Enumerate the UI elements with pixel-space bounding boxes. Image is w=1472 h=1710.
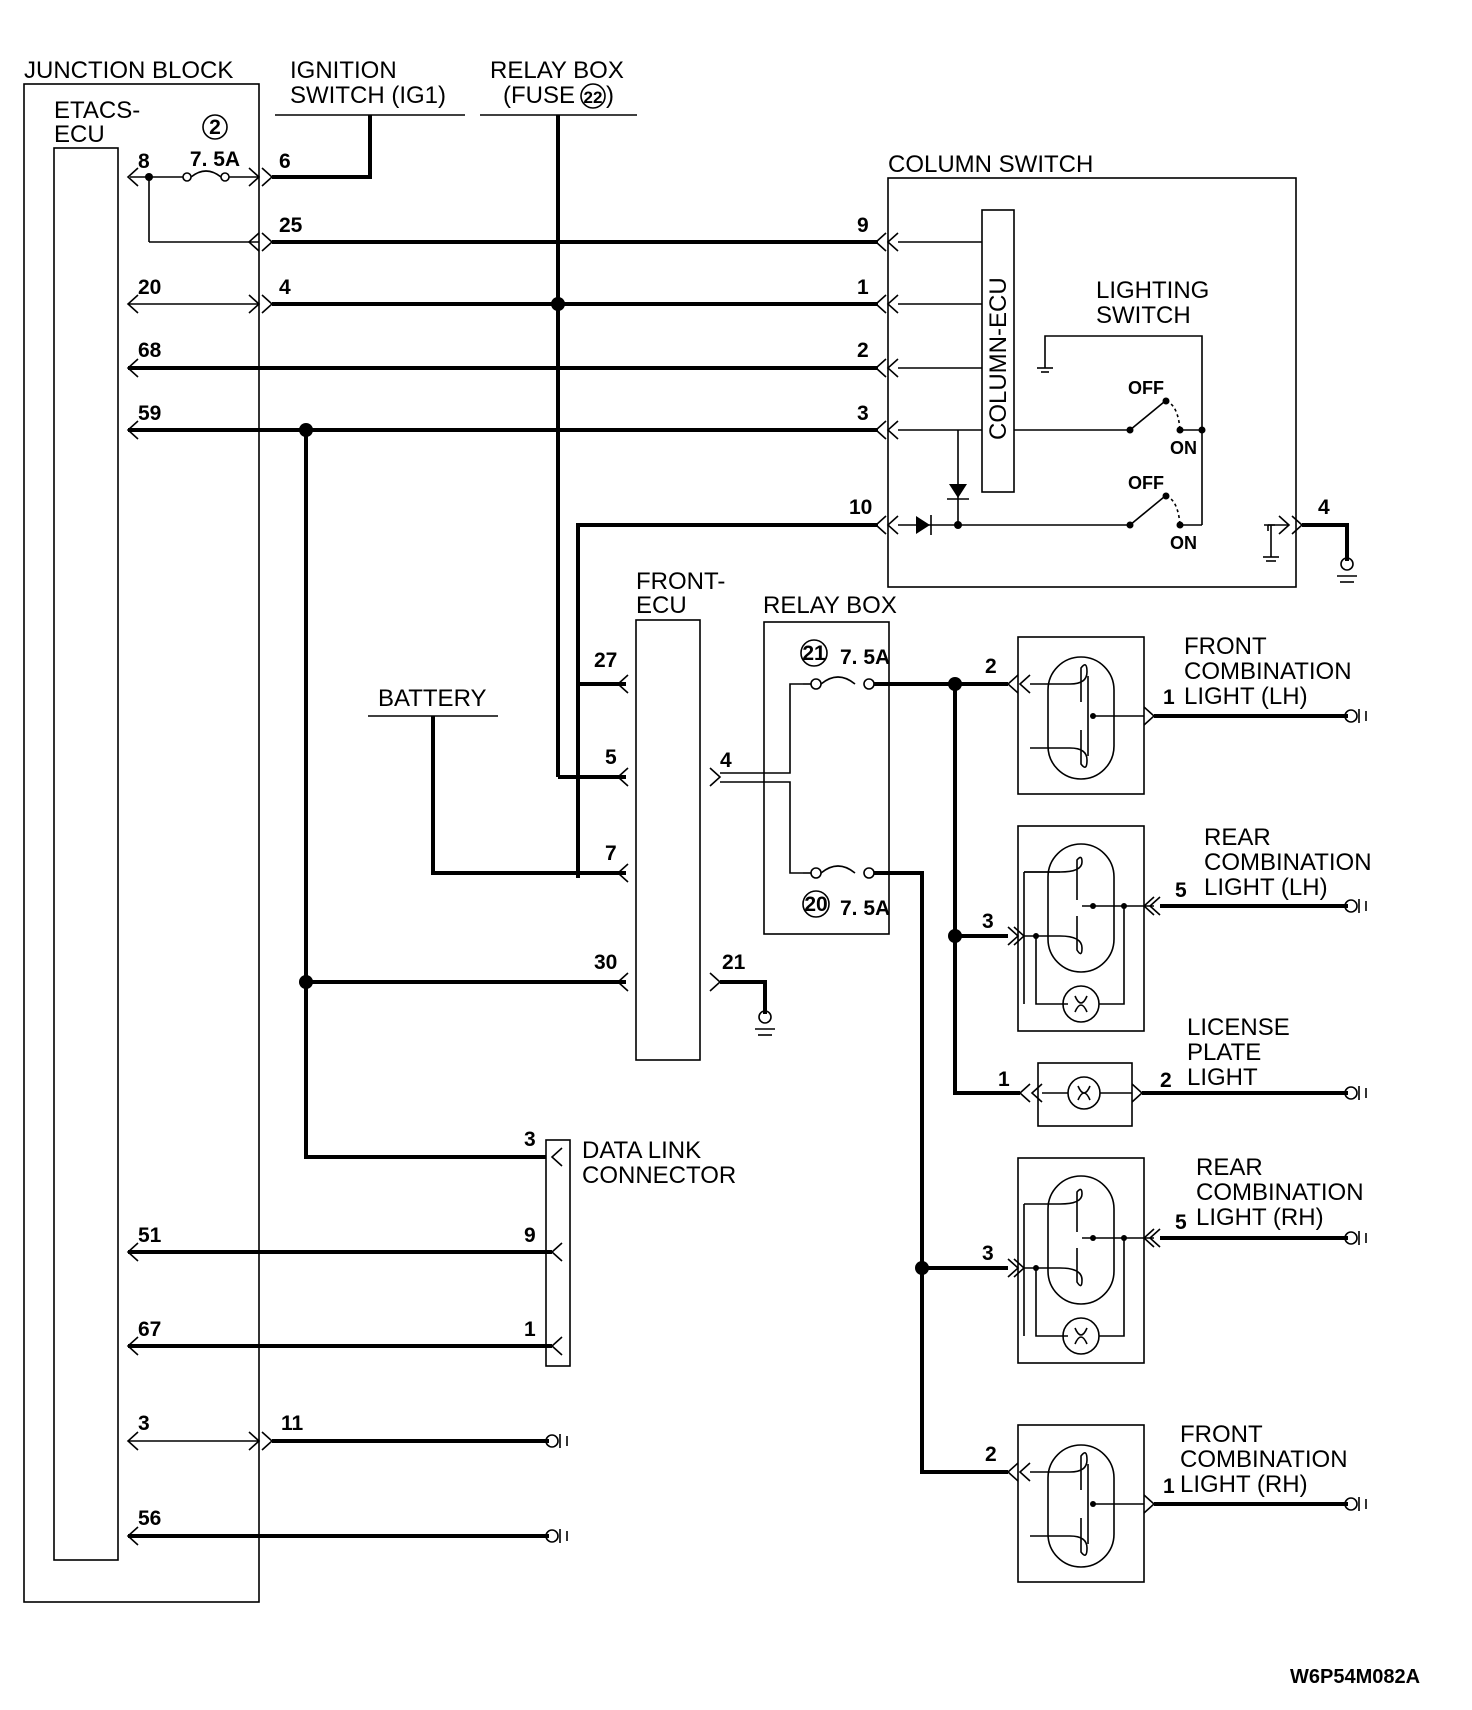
ignition-switch-label-2: SWITCH (IG1) <box>290 82 446 109</box>
fuse21-number: 21 <box>802 642 826 665</box>
pin-rcl-lh-3: 3 <box>982 910 994 933</box>
etacs-ecu-label-1: ETACS- <box>54 97 140 124</box>
pin-jb-11: 11 <box>281 1412 304 1435</box>
relay-box <box>763 621 890 935</box>
pin-rcl-lh-5: 5 <box>1175 879 1187 902</box>
etacs-ecu-label-2: ECU <box>54 121 105 148</box>
pin-etacs-8: 8 <box>138 150 150 173</box>
pin-lic-1: 1 <box>998 1068 1010 1091</box>
pin-fe-27: 27 <box>594 649 617 672</box>
fuse20-circle <box>802 890 830 918</box>
pin-etacs-67: 67 <box>138 1318 161 1341</box>
license-light-label-2: PLATE <box>1187 1039 1261 1066</box>
data-link-label-1: DATA LINK <box>582 1137 701 1164</box>
pin-etacs-3: 3 <box>138 1412 150 1435</box>
relay-fuse-number: 22 <box>584 88 603 107</box>
rear-comb-lh-label-2: COMBINATION <box>1204 849 1372 876</box>
front-comb-lh-label-1: FRONT <box>1184 633 1267 660</box>
column-switch-label: COLUMN SWITCH <box>888 151 1093 178</box>
switch2-on-label: ON <box>1170 533 1197 553</box>
column-ecu-label: COLUMN-ECU <box>985 277 1012 440</box>
pin-fe-30: 30 <box>594 951 617 974</box>
rear-comb-lh-label-1: REAR <box>1204 824 1271 851</box>
pin-etacs-59: 59 <box>138 402 161 425</box>
lighting-switch-label-2: SWITCH <box>1096 302 1191 329</box>
pin-cs-1: 1 <box>857 276 869 299</box>
junction-block-box <box>23 83 260 1603</box>
license-light-label-1: LICENSE <box>1187 1014 1290 1041</box>
data-link-label-2: CONNECTOR <box>582 1162 736 1189</box>
etacs-ecu-box <box>53 147 119 1561</box>
pin-etacs-51: 51 <box>138 1224 162 1247</box>
relay-box-top-label-2a: (FUSE <box>503 82 575 109</box>
front-comb-lh-label-2: COMBINATION <box>1184 658 1352 685</box>
pin-jb-6: 6 <box>279 150 291 173</box>
front-ecu-label-1: FRONT- <box>636 568 725 595</box>
license-light-box <box>1037 1062 1133 1127</box>
rear-comb-rh-label-3: LIGHT (RH) <box>1196 1204 1324 1231</box>
jb-fuse-rating: 7. 5A <box>190 148 240 171</box>
ignition-switch-label-1: IGNITION <box>290 57 397 84</box>
junction-block-label: JUNCTION BLOCK <box>24 57 233 84</box>
relay-fuse-number-circle <box>580 83 606 109</box>
pin-dlc-1: 1 <box>524 1318 536 1341</box>
lighting-switch-label-1: LIGHTING <box>1096 277 1209 304</box>
pin-fe-4: 4 <box>720 749 732 772</box>
pin-etacs-56: 56 <box>138 1507 161 1530</box>
pin-fe-5: 5 <box>605 746 617 769</box>
pin-jb-25: 25 <box>279 214 303 237</box>
pin-fcl-lh-1: 1 <box>1163 686 1175 709</box>
fuse21-circle <box>800 639 828 667</box>
pin-cs-2: 2 <box>857 339 869 362</box>
pin-fcl-rh-1: 1 <box>1163 1475 1175 1498</box>
pin-etacs-68: 68 <box>138 339 162 362</box>
pin-dlc-3: 3 <box>524 1128 536 1151</box>
fuse21-rating: 7. 5A <box>840 646 890 669</box>
pin-fcl-lh-2: 2 <box>985 655 997 678</box>
jb-fuse-number-circle <box>202 114 228 140</box>
pin-cs-10: 10 <box>849 496 872 519</box>
column-ecu-box <box>981 209 1015 493</box>
rear-comb-rh-box <box>1017 1157 1145 1364</box>
switch2-off-label: OFF <box>1128 473 1164 493</box>
jb-fuse-number: 2 <box>209 116 221 139</box>
fuse20-number: 20 <box>804 893 827 916</box>
rear-comb-lh-box <box>1017 825 1145 1032</box>
front-comb-rh-label-1: FRONT <box>1180 1421 1263 1448</box>
front-comb-rh-label-2: COMBINATION <box>1180 1446 1348 1473</box>
pin-rcl-rh-5: 5 <box>1175 1211 1187 1234</box>
pin-rcl-rh-3: 3 <box>982 1242 994 1265</box>
pin-jb-4: 4 <box>279 276 291 299</box>
pin-fcl-rh-2: 2 <box>985 1443 997 1466</box>
switch1-on-label: ON <box>1170 438 1197 458</box>
switch1-off-label: OFF <box>1128 378 1164 398</box>
front-comb-lh-label-3: LIGHT (LH) <box>1184 683 1308 710</box>
relay-box-label: RELAY BOX <box>763 592 897 619</box>
front-ecu-box <box>635 619 701 1061</box>
pin-cs-3: 3 <box>857 402 869 425</box>
pin-dlc-9: 9 <box>524 1224 536 1247</box>
diagram-code: W6P54M082A <box>1290 1666 1420 1688</box>
license-light-label-3: LIGHT <box>1187 1064 1258 1091</box>
front-comb-rh-label-3: LIGHT (RH) <box>1180 1471 1308 1498</box>
column-switch-box <box>887 177 1297 588</box>
front-ecu-label-2: ECU <box>636 592 687 619</box>
relay-box-top-label-2b: ) <box>606 82 614 109</box>
rear-comb-rh-label-1: REAR <box>1196 1154 1263 1181</box>
relay-box-top-label-1: RELAY BOX <box>490 57 624 84</box>
pin-cs-9: 9 <box>857 214 869 237</box>
pin-fe-21: 21 <box>722 951 746 974</box>
battery-label: BATTERY <box>378 685 486 712</box>
rear-comb-rh-label-2: COMBINATION <box>1196 1179 1364 1206</box>
pin-etacs-20: 20 <box>138 276 161 299</box>
rear-comb-lh-label-3: LIGHT (LH) <box>1204 874 1328 901</box>
pin-cs-4: 4 <box>1318 496 1330 519</box>
pin-lic-2: 2 <box>1160 1069 1172 1092</box>
pin-fe-7: 7 <box>605 842 617 865</box>
fuse20-rating: 7. 5A <box>840 897 890 920</box>
